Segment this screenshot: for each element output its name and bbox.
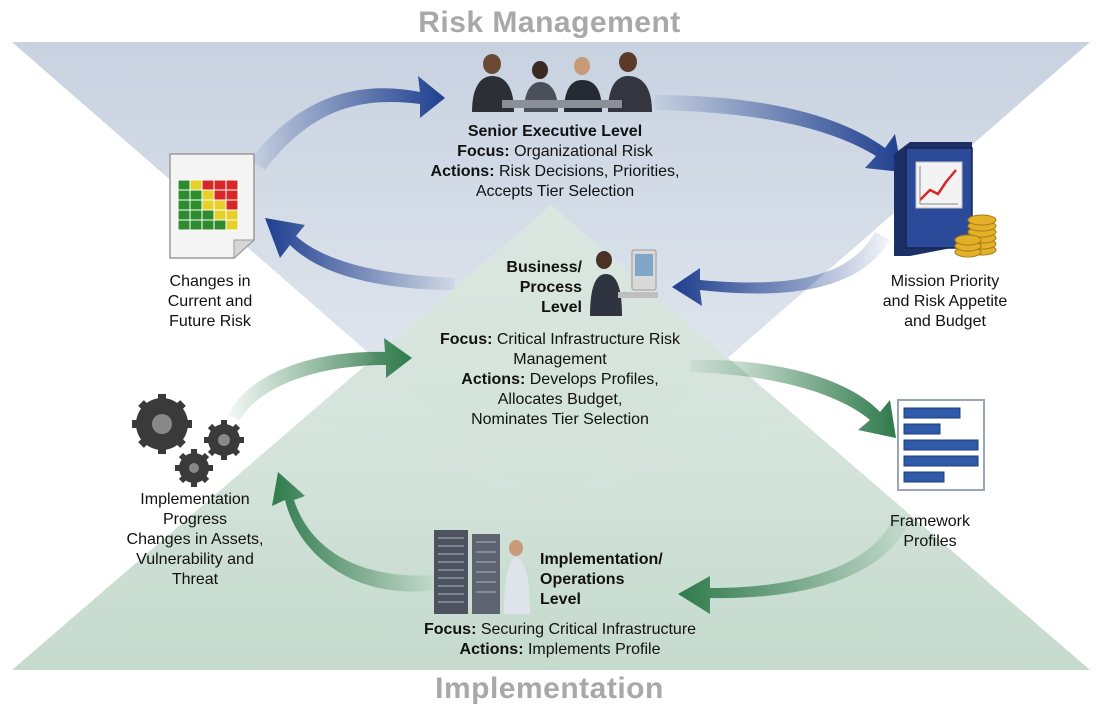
changes-label: Changes in Current and Future Risk bbox=[130, 272, 290, 332]
framework-label: Framework Profiles bbox=[870, 512, 990, 552]
progress-label: Implementation Progress Changes in Asset… bbox=[100, 490, 290, 590]
progress-line4: Vulnerability and bbox=[136, 551, 254, 568]
risk-management-title: Risk Management bbox=[418, 6, 681, 39]
mission-line3: and Budget bbox=[904, 313, 986, 330]
changes-line2: Current and bbox=[167, 293, 253, 310]
budget-binder-icon bbox=[894, 142, 997, 258]
framework-line1: Framework bbox=[889, 513, 970, 530]
arrow-implementation-to-progress bbox=[272, 472, 435, 592]
senior-executive-block: Senior Executive Level Focus: Organizati… bbox=[400, 122, 710, 202]
arrow-business-to-framework bbox=[690, 359, 896, 438]
implementation-heading-line3: Level bbox=[540, 591, 581, 608]
business-focus-line1: Critical Infrastructure Risk bbox=[496, 331, 681, 348]
business-body-block: Focus: Critical Infrastructure Risk Mana… bbox=[395, 330, 725, 430]
business-actions-line3: Nominates Tier Selection bbox=[471, 411, 649, 428]
mission-line2: and Risk Appetite bbox=[882, 293, 1008, 310]
meeting-people-icon bbox=[472, 52, 652, 112]
arrow-to-senior bbox=[250, 76, 445, 170]
implementation-heading-line1: Implementation/ bbox=[540, 551, 663, 568]
implementation-actions-label: Actions: bbox=[459, 641, 524, 658]
business-actions-line2: Allocates Budget, bbox=[497, 391, 623, 408]
progress-line1: Implementation bbox=[140, 491, 250, 508]
arrow-to-mission bbox=[655, 95, 902, 172]
mission-line1: Mission Priority bbox=[890, 273, 1000, 290]
business-actions-line1: Develops Profiles, bbox=[529, 371, 659, 388]
senior-actions-line1: Risk Decisions, Priorities, bbox=[498, 163, 680, 180]
implementation-body-block: Focus: Securing Critical Infrastructure … bbox=[380, 620, 740, 660]
business-focus-label: Focus: bbox=[439, 331, 493, 348]
senior-focus-text: Organizational Risk bbox=[514, 143, 653, 160]
arrow-framework-to-implementation bbox=[678, 515, 910, 614]
framework-profile-icon bbox=[897, 399, 985, 491]
business-heading-line2: Process bbox=[519, 279, 582, 296]
implementation-focus-label: Focus: bbox=[423, 621, 477, 638]
business-focus-line2: Management bbox=[513, 351, 607, 368]
progress-line3: Changes in Assets, bbox=[126, 531, 264, 548]
overlap-diamond bbox=[310, 205, 792, 512]
mission-label: Mission Priority and Risk Appetite and B… bbox=[860, 272, 1030, 332]
server-rack-icon bbox=[434, 530, 530, 614]
implementation-focus-text: Securing Critical Infrastructure bbox=[480, 621, 697, 638]
business-heading-line1: Business/ bbox=[506, 259, 582, 276]
changes-line3: Future Risk bbox=[169, 313, 251, 330]
progress-line5: Threat bbox=[171, 571, 219, 588]
risk-heatmap-document-icon bbox=[169, 153, 256, 260]
arrow-progress-to-business bbox=[228, 338, 412, 420]
senior-actions-line2: Accepts Tier Selection bbox=[475, 183, 635, 200]
person-computer-icon bbox=[590, 249, 658, 316]
senior-heading: Senior Executive Level bbox=[467, 123, 643, 140]
implementation-heading-line2: Operations bbox=[540, 571, 625, 588]
business-actions-label: Actions: bbox=[461, 371, 526, 388]
implementation-actions-text: Implements Profile bbox=[527, 641, 661, 658]
progress-line2: Progress bbox=[162, 511, 228, 528]
implementation-heading-block: Implementation/ Operations Level bbox=[540, 550, 710, 610]
changes-line1: Changes in bbox=[169, 273, 251, 290]
business-heading-line3: Level bbox=[541, 299, 582, 316]
arrow-to-business bbox=[672, 232, 890, 306]
gears-icon bbox=[132, 394, 244, 487]
arrow-to-changes bbox=[265, 218, 455, 290]
framework-line2: Profiles bbox=[903, 533, 957, 550]
senior-actions-label: Actions: bbox=[430, 163, 495, 180]
business-heading-block: Business/ Process Level bbox=[462, 258, 582, 318]
senior-focus-label: Focus: bbox=[457, 143, 510, 160]
implementation-title: Implementation bbox=[435, 672, 664, 705]
